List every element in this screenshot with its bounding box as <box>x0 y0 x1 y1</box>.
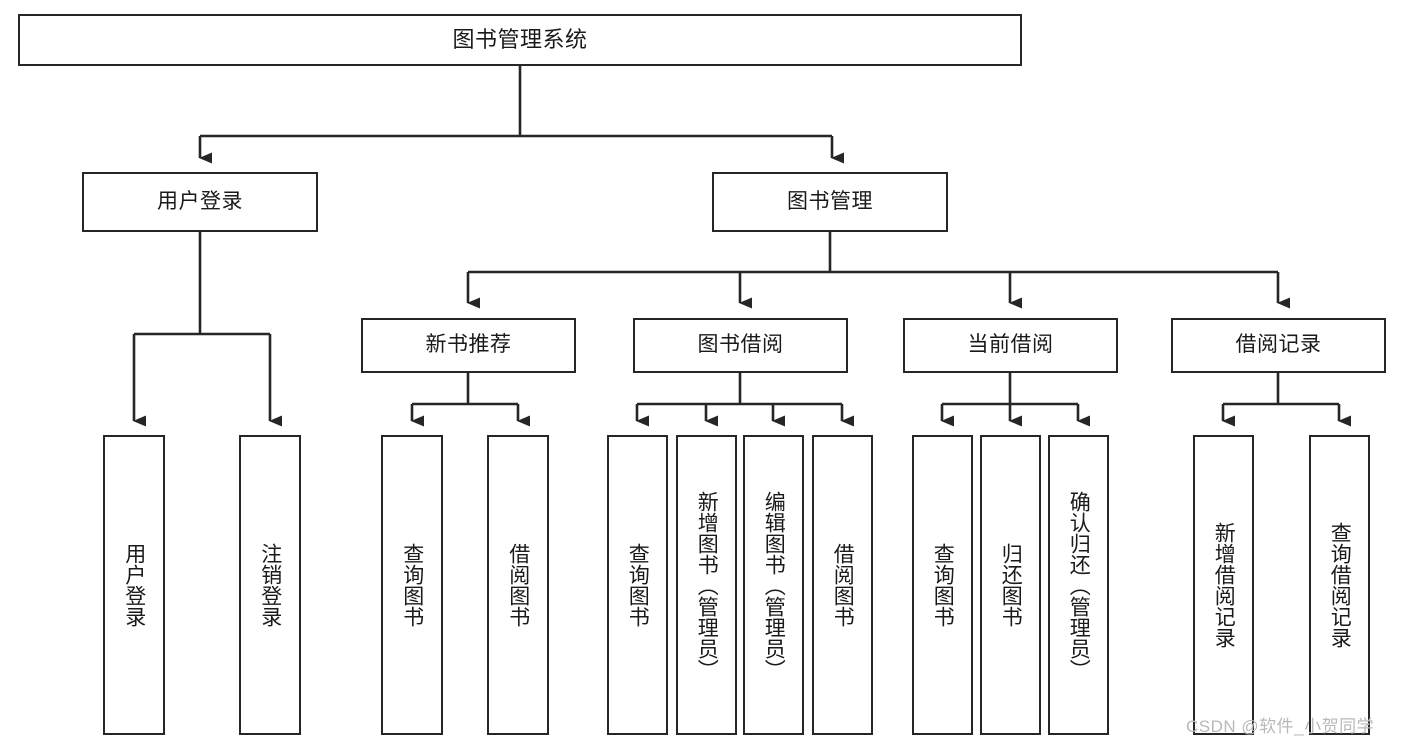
node-leaf-query-book-1-label: 查询图书 <box>400 543 424 627</box>
node-leaf-query-book-3[interactable]: 查询图书 <box>912 435 973 735</box>
node-leaf-user-logout[interactable]: 注销登录 <box>239 435 301 735</box>
node-leaf-borrow-book-2[interactable]: 借阅图书 <box>812 435 873 735</box>
node-leaf-edit-book-label: 编辑图书（管理员） <box>762 490 786 680</box>
node-user-login[interactable]: 用户登录 <box>82 172 318 232</box>
node-book-manage-label: 图书管理 <box>787 189 873 213</box>
node-leaf-user-login[interactable]: 用户登录 <box>103 435 165 735</box>
node-leaf-query-book-2[interactable]: 查询图书 <box>607 435 668 735</box>
node-leaf-user-logout-label: 注销登录 <box>258 543 282 627</box>
node-book-borrow[interactable]: 图书借阅 <box>633 318 848 373</box>
node-book-manage[interactable]: 图书管理 <box>712 172 948 232</box>
node-current-borrow[interactable]: 当前借阅 <box>903 318 1118 373</box>
node-new-book-rec-label: 新书推荐 <box>425 333 512 357</box>
node-borrow-record-label: 借阅记录 <box>1235 333 1322 357</box>
node-new-book-rec[interactable]: 新书推荐 <box>361 318 576 373</box>
csdn-watermark: CSDN @软件_小贺同学 <box>1186 717 1375 736</box>
node-leaf-add-book[interactable]: 新增图书（管理员） <box>676 435 737 735</box>
node-leaf-user-login-label: 用户登录 <box>122 543 146 627</box>
node-root-label: 图书管理系统 <box>452 27 588 53</box>
node-leaf-query-record-label: 查询借阅记录 <box>1328 522 1352 648</box>
node-leaf-query-book-3-label: 查询图书 <box>931 543 955 627</box>
node-leaf-borrow-book-1-label: 借阅图书 <box>506 543 530 627</box>
node-leaf-edit-book[interactable]: 编辑图书（管理员） <box>743 435 804 735</box>
node-leaf-borrow-book-1[interactable]: 借阅图书 <box>487 435 549 735</box>
node-leaf-query-book-1[interactable]: 查询图书 <box>381 435 443 735</box>
node-leaf-confirm-return-label: 确认归还（管理员） <box>1067 490 1091 680</box>
node-leaf-query-record[interactable]: 查询借阅记录 <box>1309 435 1370 735</box>
node-leaf-return-book-label: 归还图书 <box>999 543 1023 627</box>
node-book-borrow-label: 图书借阅 <box>697 333 784 357</box>
node-borrow-record[interactable]: 借阅记录 <box>1171 318 1386 373</box>
node-leaf-query-book-2-label: 查询图书 <box>626 543 650 627</box>
node-leaf-add-book-label: 新增图书（管理员） <box>695 490 719 680</box>
node-current-borrow-label: 当前借阅 <box>967 333 1054 357</box>
node-user-login-label: 用户登录 <box>157 189 243 213</box>
node-root[interactable]: 图书管理系统 <box>18 14 1022 66</box>
node-leaf-add-record[interactable]: 新增借阅记录 <box>1193 435 1254 735</box>
node-leaf-confirm-return[interactable]: 确认归还（管理员） <box>1048 435 1109 735</box>
node-leaf-return-book[interactable]: 归还图书 <box>980 435 1041 735</box>
node-leaf-add-record-label: 新增借阅记录 <box>1212 522 1236 648</box>
node-leaf-borrow-book-2-label: 借阅图书 <box>831 543 855 627</box>
